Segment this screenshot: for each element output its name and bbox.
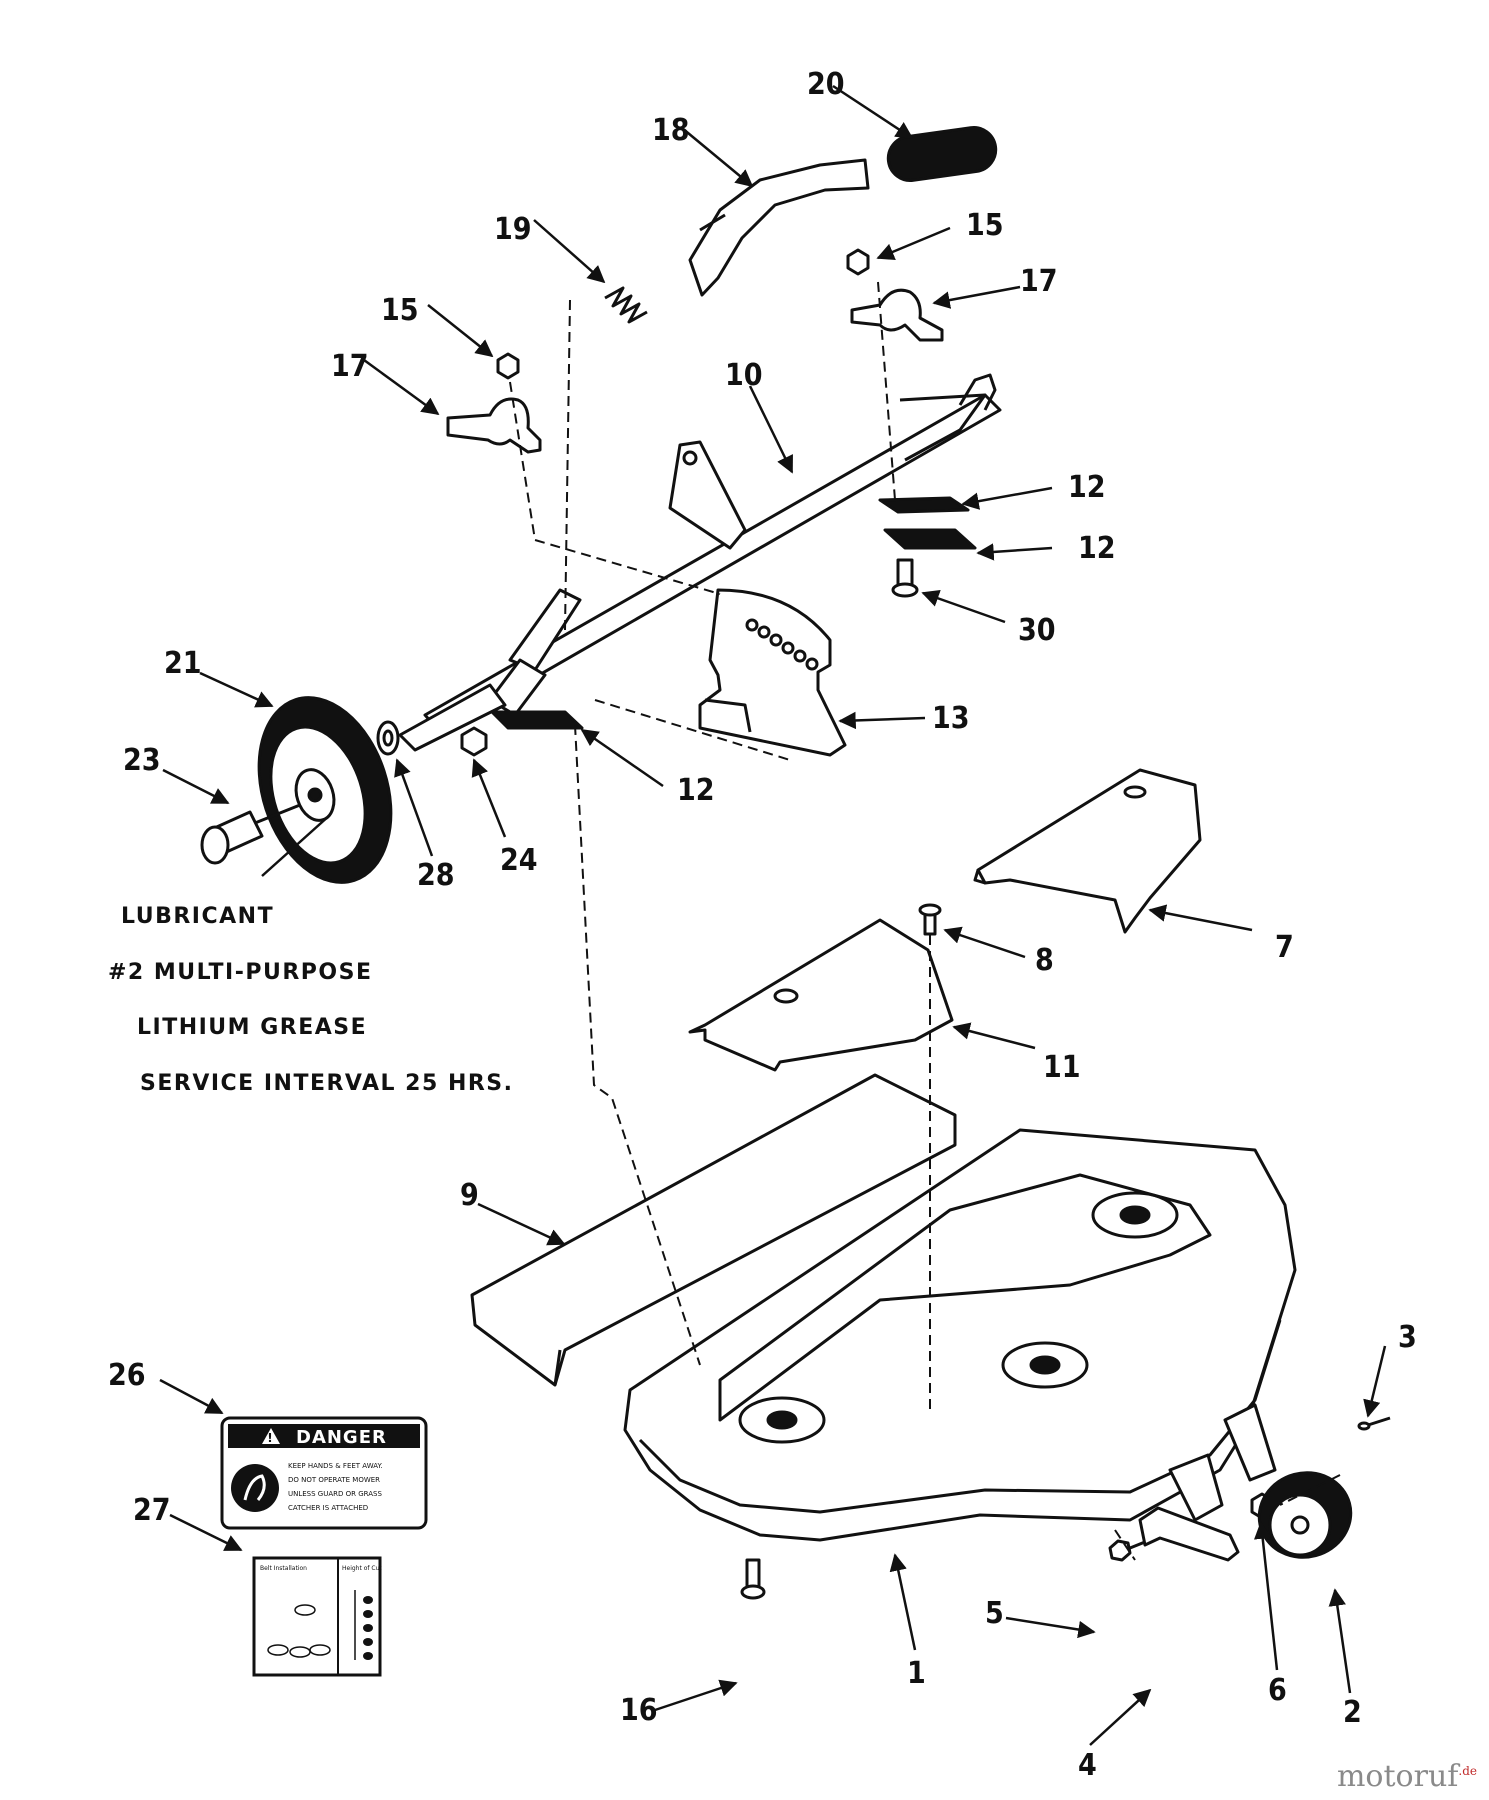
handle-part-18 — [688, 158, 870, 297]
bolt-part-8 — [918, 903, 942, 936]
callout-numbers: 20 18 19 15 17 15 17 10 12 12 30 21 13 2… — [108, 67, 1417, 1783]
callout-16: 16 — [620, 1693, 658, 1728]
deflector-board-part-9 — [470, 1073, 957, 1387]
height-bracket-part-13 — [698, 588, 847, 757]
callout-11: 11 — [1043, 1050, 1081, 1085]
clamp-part-17-right — [850, 288, 944, 342]
lubricant-note-line-3: LITHIUM GREASE — [137, 1015, 368, 1040]
callout-26: 26 — [108, 1358, 146, 1393]
height-of-cut-label: Height of Cut — [342, 1565, 382, 1572]
roller-part-2 — [1257, 1471, 1353, 1559]
nut-part-15-left — [496, 352, 520, 380]
plate-part-12-upper — [878, 496, 970, 514]
bolt-part-16 — [740, 1558, 766, 1600]
spring-part-19 — [604, 286, 648, 324]
callout-arrows — [159, 84, 1387, 1746]
assembly-guide-lines — [509, 281, 1341, 1561]
clamp-part-17-left — [446, 397, 542, 454]
callout-4: 4 — [1078, 1748, 1097, 1783]
lift-rod-part-10 — [398, 373, 1002, 752]
plate-part-12-middle — [883, 528, 977, 550]
danger-text-3: UNLESS GUARD OR GRASS — [288, 1490, 382, 1498]
callout-1: 1 — [907, 1656, 926, 1691]
danger-text-2: DO NOT OPERATE MOWER — [288, 1476, 380, 1484]
callout-13: 13 — [932, 701, 970, 736]
callout-24: 24 — [500, 843, 538, 878]
callout-5: 5 — [985, 1596, 1004, 1631]
watermark-tld: .de — [1458, 1764, 1477, 1778]
callout-18: 18 — [652, 113, 690, 148]
watermark-brand: motoruf — [1336, 1759, 1459, 1794]
warning-triangle-icon — [262, 1428, 280, 1444]
callout-8: 8 — [1035, 943, 1054, 978]
lubricant-note-line-1: LUBRICANT — [121, 904, 275, 929]
handle-grip-part-20 — [886, 126, 998, 182]
hand-hazard-icon — [231, 1464, 279, 1512]
nut-part-24 — [460, 726, 488, 757]
danger-decal-part-26: ! DANGER KEEP HANDS & FEET AWAY. DO NOT … — [220, 1416, 428, 1530]
shield-part-11 — [688, 918, 954, 1072]
callout-28: 28 — [417, 858, 455, 893]
callout-27: 27 — [133, 1493, 171, 1528]
callout-15-left: 15 — [381, 293, 419, 328]
washer-part-28 — [376, 720, 400, 756]
callout-12-upper: 12 — [1068, 470, 1106, 505]
nut-part-15-right — [846, 248, 870, 276]
callout-17-right: 17 — [1020, 264, 1058, 299]
callout-12-lower: 12 — [677, 773, 715, 808]
callout-9: 9 — [460, 1178, 479, 1213]
instruction-decal-part-27: Belt Installation Height of Cut — [252, 1556, 382, 1677]
callout-3: 3 — [1398, 1320, 1417, 1355]
watermark: motoruf.de — [1337, 1759, 1477, 1794]
cotter-pin-part-3 — [1357, 1416, 1391, 1431]
belt-installation-label: Belt Installation — [260, 1565, 307, 1572]
callout-2: 2 — [1343, 1695, 1362, 1730]
lubricant-note-line-4: SERVICE INTERVAL 25 HRS. — [140, 1071, 514, 1096]
lubricant-note-line-2: #2 MULTI-PURPOSE — [108, 960, 373, 985]
shield-part-7 — [973, 768, 1202, 934]
axle-bolt-part-23 — [200, 803, 301, 865]
callout-12-middle: 12 — [1078, 531, 1116, 566]
deck-bracket-assembly — [1168, 1403, 1277, 1522]
plate-part-12-lower — [490, 710, 584, 730]
svg-text:!: ! — [267, 1431, 272, 1445]
callout-7: 7 — [1275, 930, 1294, 965]
callout-15-right: 15 — [966, 208, 1004, 243]
wheel-part-21 — [257, 696, 393, 884]
roller-axle-part-4 — [1138, 1506, 1240, 1562]
callout-30: 30 — [1018, 613, 1056, 648]
callout-10: 10 — [725, 358, 763, 393]
callout-23: 23 — [123, 743, 161, 778]
callout-17-left: 17 — [331, 349, 369, 384]
callout-6: 6 — [1268, 1673, 1287, 1708]
callout-20: 20 — [807, 67, 845, 102]
danger-text-1: KEEP HANDS & FEET AWAY. — [288, 1462, 383, 1470]
callout-21: 21 — [164, 646, 202, 681]
bolt-part-30 — [891, 558, 919, 598]
danger-header-text: DANGER — [296, 1427, 387, 1448]
callout-19: 19 — [494, 212, 532, 247]
lubricant-leader — [261, 814, 331, 877]
mower-deck-part-1 — [623, 1128, 1297, 1542]
danger-text-4: CATCHER IS ATTACHED — [288, 1504, 368, 1512]
